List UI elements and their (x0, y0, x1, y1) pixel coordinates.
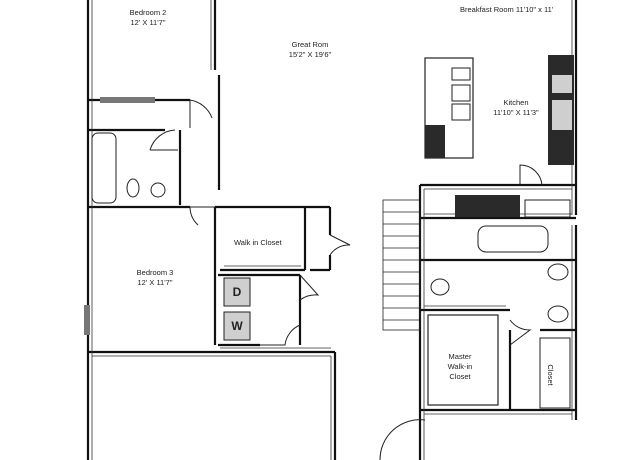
bathtub-master (477, 225, 549, 253)
master-closet-line2: Walk-in (447, 362, 473, 371)
washer-label: W (231, 319, 243, 333)
bedroom2-dims: 12' X 11'7" (130, 18, 166, 27)
kitchen-name: Kitchen (503, 98, 529, 107)
kitchen-island (424, 57, 474, 159)
door-bedroom3 (189, 206, 215, 226)
bathtub-left (91, 132, 117, 204)
door-bedroom2 (189, 99, 213, 128)
bedroom3-name: Bedroom 3 (136, 268, 174, 277)
door-master (509, 319, 532, 346)
bedroom3-dims: 12' X 11'7" (137, 278, 173, 287)
breakfast-room-label: Breakfast Room 11'10" x 11' (460, 5, 554, 14)
door-laundry (299, 274, 320, 301)
door-walkin (329, 234, 351, 256)
dryer-box (223, 277, 251, 307)
toilet-master (430, 278, 450, 296)
washer-box (223, 311, 251, 341)
bedroom2-name: Bedroom 2 (129, 8, 167, 17)
great-room-label: Great Rom 15'2" X 19'6" (280, 40, 340, 60)
door-laundry-out (260, 324, 301, 346)
master-closet-line3: Closet (449, 372, 471, 381)
sink-master-2 (547, 305, 569, 323)
kitchen-dims: 11'10" X 11'3" (493, 108, 539, 117)
bedroom3-label: Bedroom 3 12' X 11'7" (125, 268, 185, 288)
staircase (382, 199, 421, 331)
dryer-label: D (232, 285, 242, 299)
sink-master-1 (547, 263, 569, 281)
door-kitchen (519, 164, 543, 186)
great-room-dims: 15'2" X 19'6" (288, 50, 332, 59)
kitchen-label: Kitchen 11'10" X 11'3" (488, 98, 544, 118)
bedroom2-label: Bedroom 2 12' X 11'7" (118, 8, 178, 28)
door-entry (379, 419, 426, 460)
walk-in-closet-label: Walk in Closet (234, 238, 282, 247)
master-closet-label: Master Walk-in Closet (440, 352, 480, 382)
door-bath (149, 129, 178, 151)
toilet-left (126, 178, 140, 198)
closet-label: Closet (546, 364, 555, 386)
great-room-name: Great Rom (291, 40, 329, 49)
master-closet-line1: Master (448, 352, 472, 361)
sink-left (150, 182, 166, 198)
